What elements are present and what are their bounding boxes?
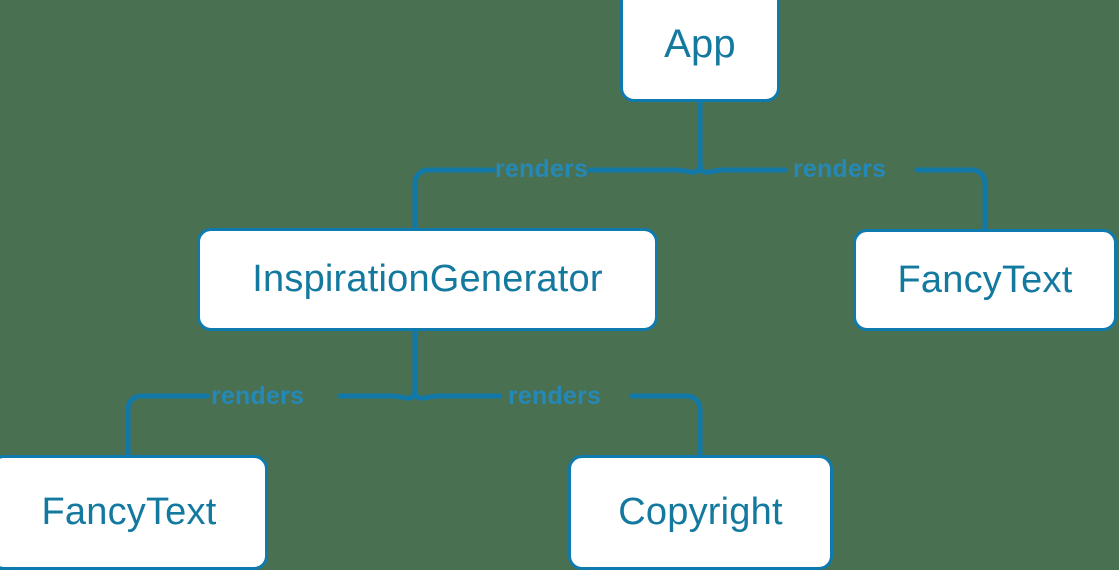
edge-app-to-fancytext-right-tail bbox=[914, 167, 988, 232]
edge-app-to-fancytext-right bbox=[697, 160, 788, 175]
node-inspiration-generator-label: InspirationGenerator bbox=[252, 258, 603, 300]
node-copyright[interactable]: Copyright bbox=[568, 455, 833, 570]
node-copyright-label: Copyright bbox=[618, 491, 783, 533]
node-app-label: App bbox=[664, 21, 736, 66]
node-fancy-text-right[interactable]: FancyText bbox=[853, 229, 1117, 331]
edge-inspirationgenerator-to-copyright-tail bbox=[629, 393, 703, 458]
node-fancy-text-right-label: FancyText bbox=[897, 258, 1073, 301]
edge-app-to-inspirationgenerator bbox=[587, 160, 703, 175]
edge-inspirationgenerator-to-fancytext-left-tail bbox=[125, 393, 210, 458]
edge-label-app-to-fancy-text-right: renders bbox=[793, 155, 887, 183]
edge-inspirationgenerator-to-fancytext-left bbox=[337, 386, 418, 401]
node-fancy-text-left-label: FancyText bbox=[41, 491, 217, 533]
edge-app-to-inspirationgenerator-tail bbox=[412, 167, 496, 231]
node-inspiration-generator[interactable]: InspirationGenerator bbox=[197, 228, 658, 331]
edge-label-app-to-inspiration-generator: renders bbox=[495, 155, 589, 183]
node-app[interactable]: App bbox=[620, 0, 780, 102]
edge-label-inspiration-generator-to-copyright: renders bbox=[508, 382, 602, 410]
edge-label-inspiration-generator-to-fancy-text-left: renders bbox=[211, 382, 305, 410]
edge-inspirationgenerator-to-copyright bbox=[412, 386, 503, 401]
node-fancy-text-left[interactable]: FancyText bbox=[0, 455, 268, 570]
